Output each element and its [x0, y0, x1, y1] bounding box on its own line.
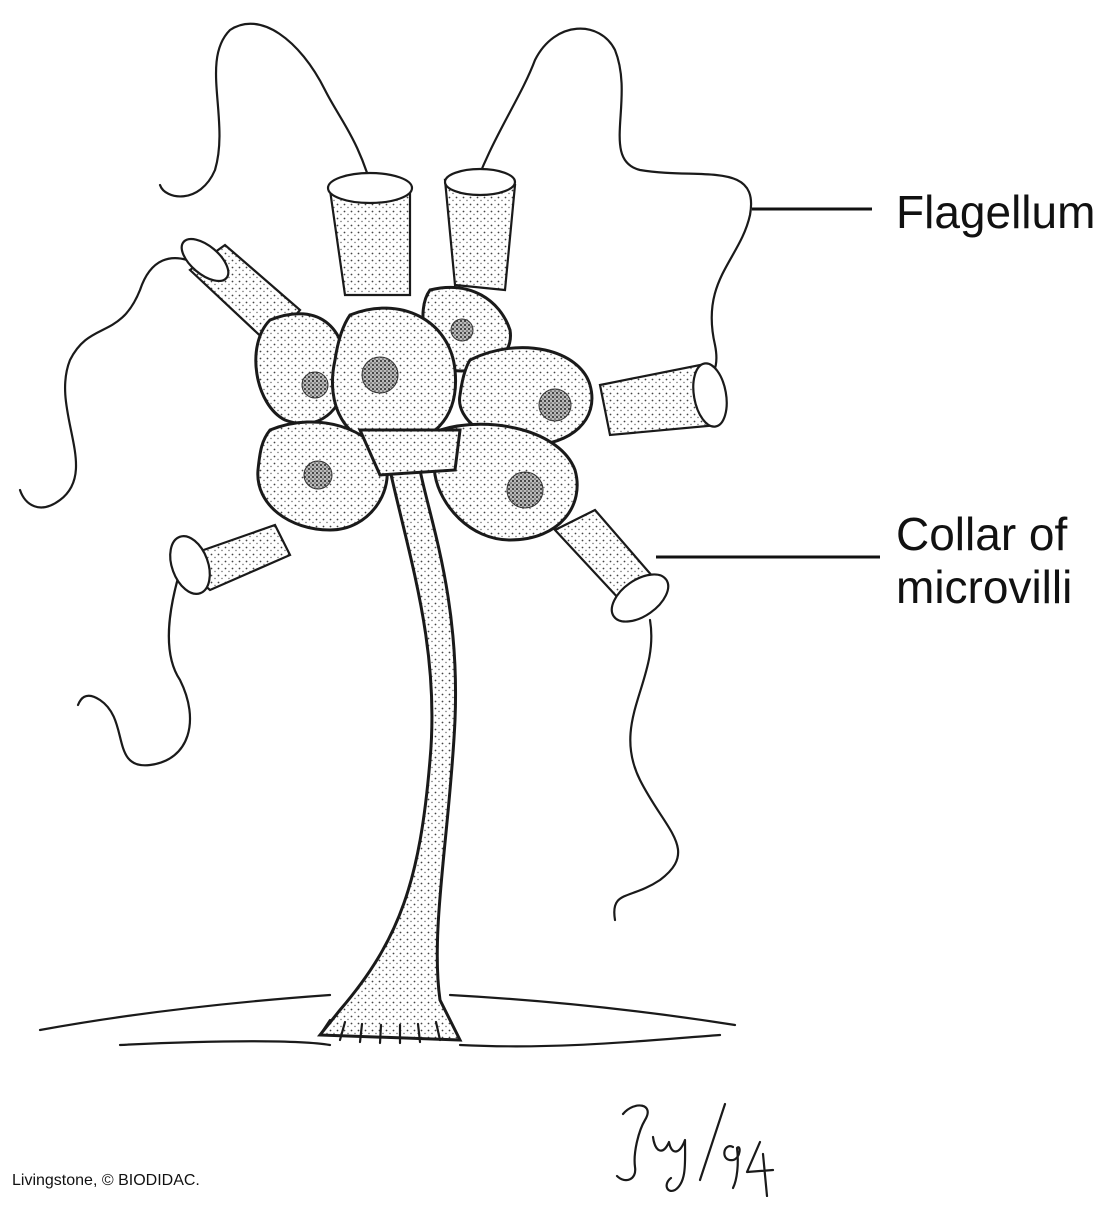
flagellum-5 — [613, 618, 680, 922]
flagellum-1 — [158, 22, 377, 202]
credit-text: Livingstone, © BIODIDAC. — [12, 1172, 200, 1189]
flagellum-label: Flagellum — [896, 186, 1096, 238]
stalk — [316, 468, 463, 1042]
substrate — [38, 993, 737, 1048]
collars — [169, 167, 728, 623]
flagellum-3 — [18, 257, 202, 509]
signature-handwritten — [615, 1102, 775, 1197]
collar-label-line2: microvilli — [896, 561, 1073, 613]
flagellum-4 — [76, 553, 192, 767]
flagella — [18, 22, 753, 922]
cell-bodies — [254, 285, 594, 542]
collar-label-line1: Collar of — [896, 508, 1068, 560]
flagellum-2 — [468, 27, 753, 380]
